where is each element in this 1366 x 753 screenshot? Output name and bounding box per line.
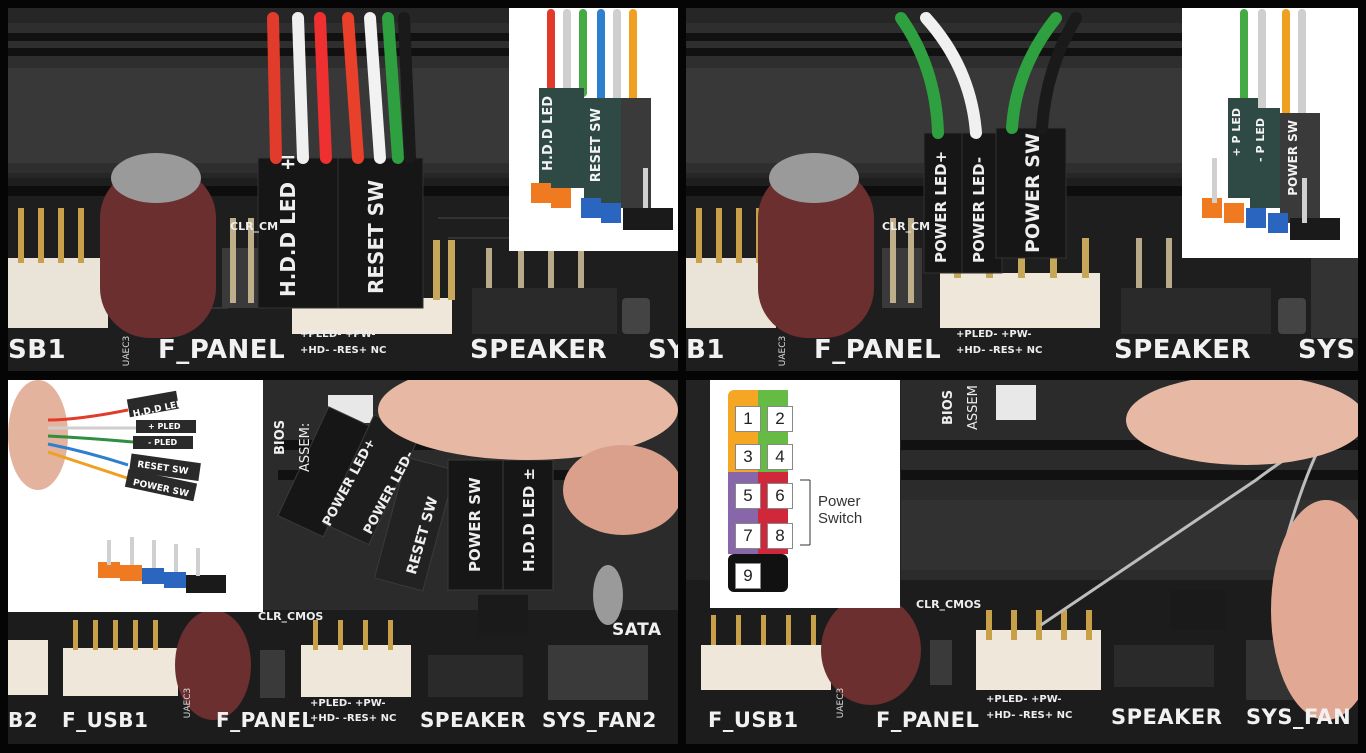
silk-clr-cmos: CLR_CM <box>230 220 279 233</box>
silk-sys: SYS <box>1298 335 1356 365</box>
connector-bundle-inset: H.D.D LED + PLED - PLED RESET SW POWER S… <box>8 380 263 612</box>
pin-5: 5 <box>732 476 764 516</box>
pin-9: 9 <box>732 556 764 596</box>
silk-uaec3: UAEC3 <box>778 335 789 367</box>
pin-4: 4 <box>764 438 796 476</box>
silk-usb: B1 <box>686 335 725 365</box>
silk-speaker: SPEAKER <box>1111 705 1223 729</box>
hdd-led-connector: H.D.D LED ± <box>520 467 538 572</box>
power-sw-connector: POWER SW <box>466 477 484 572</box>
inset-connector-drawing <box>8 380 226 593</box>
power-led-plus-connector: POWER LED+ <box>932 150 950 263</box>
silk-f-panel: F_PANEL <box>814 335 942 365</box>
silk-f-usb1: F_USB1 <box>708 708 799 732</box>
inset-hdd-led-label: H.D.D LED <box>541 96 556 171</box>
hdd-reset-inset: H.D.D LED RESET SW <box>509 8 678 251</box>
inset-reset-sw-label: RESET SW <box>589 108 604 183</box>
reset-sw-connector: RESET SW <box>364 179 388 294</box>
silk-clr-cmos: CLR_CMOS <box>258 610 324 623</box>
panel-power-led-sw-photo: F_PANEL SPEAKER SYS B1 UAEC3 CLR_CM +PLE… <box>686 8 1358 371</box>
panel-inserting-connectors-photo: F_PANEL SPEAKER SYS_FAN2 F_USB1 B2 UAEC3… <box>8 380 678 744</box>
silk-assem: ASSEM <box>966 385 981 430</box>
pin-3: 3 <box>732 438 764 476</box>
inset-power-sw-label: POWER SW <box>1286 120 1300 196</box>
pin-diagram-inset: 1 2 3 4 5 6 7 8 9 Power Switch <box>710 380 900 608</box>
pin-empty <box>764 556 796 596</box>
panel-paperclip-short-photo: F_PANEL SPEAKER SYS_FAN F_USB1 UAEC3 CLR… <box>686 380 1358 744</box>
silk-pin-row-bottom: +HD- -RES+ NC <box>956 345 1043 356</box>
hdd-led-connector: H.D.D LED ± <box>276 150 300 297</box>
silk-usb2: B2 <box>8 708 39 732</box>
silk-pin-row-bottom: +HD- -RES+ NC <box>986 710 1073 721</box>
silk-assem: ASSEM: <box>298 422 313 472</box>
power-sw-connector: POWER SW <box>1022 133 1044 253</box>
inset-minus-pled-label: - PLED <box>148 438 178 447</box>
silk-speaker: SPEAKER <box>470 335 608 365</box>
silk-sys: SYS <box>648 335 678 365</box>
power-led-minus-connector: POWER LED- <box>970 156 988 263</box>
pin-6: 6 <box>764 476 796 516</box>
inset-connector-drawing <box>1202 9 1340 240</box>
pin-grid: 1 2 3 4 5 6 7 8 9 <box>732 400 796 596</box>
silk-pin-row-top: +PLED- +PW- <box>986 694 1062 705</box>
silk-bios: BIOS <box>273 419 288 455</box>
silk-f-panel: F_PANEL <box>158 335 286 365</box>
silk-sys-fan2: SYS_FAN2 <box>542 708 657 732</box>
silk-sys-fan: SYS_FAN <box>1246 705 1352 729</box>
silk-pin-row-bottom: +HD- -RES+ NC <box>310 713 397 724</box>
power-switch-label: Power Switch <box>818 493 863 527</box>
pin-2: 2 <box>764 400 796 438</box>
silk-f-usb1: F_USB1 <box>62 708 149 732</box>
silk-speaker: SPEAKER <box>1114 335 1252 365</box>
inset-plus-pled-label: + PLED <box>148 422 181 431</box>
inset-connector-drawing <box>531 9 673 230</box>
inset-plus-p-led-label: + P LED <box>1230 108 1243 157</box>
silk-uaec3: UAEC3 <box>122 335 133 367</box>
power-inset: + P LED - P LED POWER SW <box>1182 8 1358 258</box>
pin-8: 8 <box>764 516 796 556</box>
silk-pin-row-bottom: +HD- -RES+ NC <box>300 345 387 356</box>
inset-minus-p-led-label: - P LED <box>1254 118 1267 162</box>
silk-usb: SB1 <box>8 335 67 365</box>
silk-clr-cmos: CLR_CMOS <box>916 598 982 611</box>
silk-uaec3: UAEC3 <box>183 687 194 719</box>
silk-bios: BIOS <box>941 389 956 425</box>
pin-7: 7 <box>732 516 764 556</box>
silk-clr-cmos: CLR_CM <box>882 220 931 233</box>
pin-1: 1 <box>732 400 764 438</box>
silk-uaec3: UAEC3 <box>836 687 847 719</box>
silk-pin-row-top: +PLED- +PW- <box>310 698 386 709</box>
silk-f-panel: F_PANEL <box>216 708 315 732</box>
silk-f-panel: F_PANEL <box>876 708 980 732</box>
silk-sata: SATA <box>612 620 662 640</box>
panel-hdd-reset-photo: F_PANEL SPEAKER SYS SB1 UAEC3 CLR_CM +PL… <box>8 8 678 371</box>
silk-pin-row-top: +PLED- +PW- <box>300 329 376 340</box>
silk-pin-row-top: +PLED- +PW- <box>956 329 1032 340</box>
silk-speaker: SPEAKER <box>420 708 527 732</box>
